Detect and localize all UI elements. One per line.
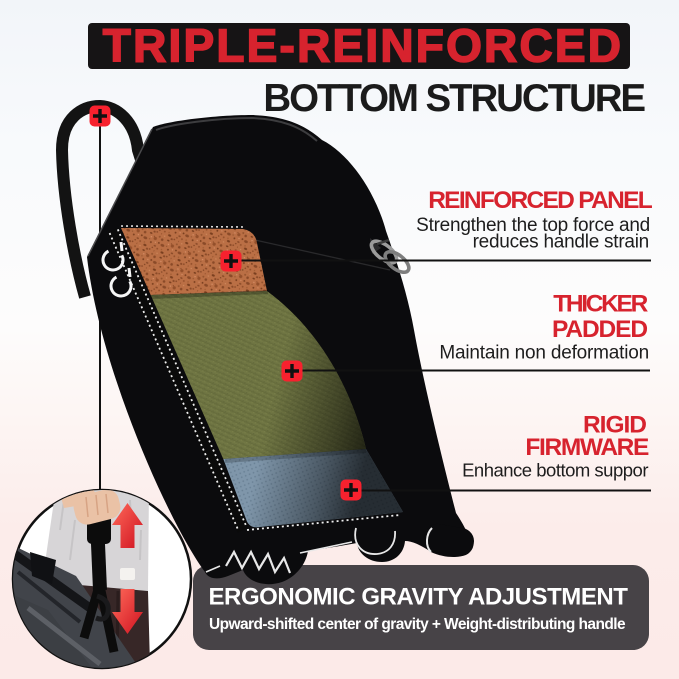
svg-text:BOTTOM STRUCTURE: BOTTOM STRUCTURE <box>263 77 645 120</box>
svg-text:ERGONOMIC GRAVITY ADJUSTMENT: ERGONOMIC GRAVITY ADJUSTMENT <box>209 584 629 611</box>
svg-text:FIRMWARE: FIRMWARE <box>525 434 649 461</box>
svg-text:Maintain non deformation: Maintain non deformation <box>439 343 649 364</box>
svg-text:Upward-shifted center of gravi: Upward-shifted center of gravity + Weigh… <box>209 616 626 633</box>
svg-text:THICKER: THICKER <box>553 291 648 318</box>
svg-text:TRIPLE-REINFORCED: TRIPLE-REINFORCED <box>103 20 623 72</box>
svg-text:Strengthen the top force and: Strengthen the top force and <box>416 215 650 236</box>
svg-text:reduces handle strain: reduces handle strain <box>473 232 649 253</box>
svg-text:Enhance bottom suppor: Enhance bottom suppor <box>462 460 648 481</box>
svg-text:RIGID: RIGID <box>583 412 646 439</box>
svg-text:PADDED: PADDED <box>552 316 647 343</box>
svg-text:REINFORCED PANEL: REINFORCED PANEL <box>428 187 653 214</box>
